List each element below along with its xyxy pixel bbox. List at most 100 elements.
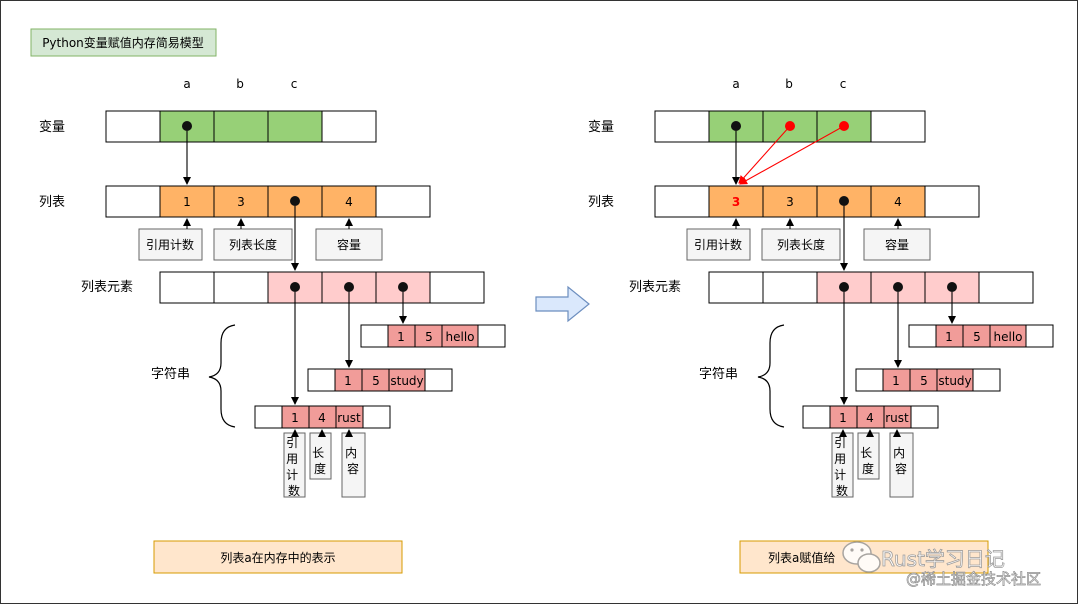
var-label-b: b: [236, 77, 244, 91]
wechat-icon: [842, 541, 881, 573]
pointer-dot: [947, 282, 957, 292]
string-refcount: 1: [344, 374, 352, 388]
watermark-line1: Rust学习日记: [881, 547, 1005, 571]
pointer-dot: [290, 196, 300, 206]
row-label-list: 列表: [39, 195, 65, 210]
annotation-string-length: 长 度: [860, 446, 876, 476]
caption-box: 列表a在内存中的表示: [153, 540, 403, 574]
string-refcount: 1: [291, 411, 299, 425]
variables-row: [105, 110, 377, 143]
string-length: 5: [973, 330, 981, 344]
list-row: 3 3 4: [654, 185, 980, 218]
var-cell-c: [816, 110, 872, 143]
annotation-string-length: 长 度: [312, 446, 328, 476]
list-value-length: 3: [237, 195, 245, 209]
caption-text: 列表a赋值给: [768, 550, 835, 565]
list-cell-refcount: [708, 185, 764, 218]
transition-arrow: [535, 285, 590, 323]
pointer-arrows-red: [738, 125, 845, 185]
row-label-list-elements: 列表元素: [81, 280, 133, 295]
string-refcount: 1: [839, 411, 847, 425]
annotation-string-refcount: 引 用 计 数: [834, 436, 850, 498]
list-cell-refcount: [159, 185, 215, 218]
string-object-rust: 1 4 rust: [254, 405, 391, 429]
row-label-list-elements: 列表元素: [629, 280, 681, 295]
row-label-list: 列表: [588, 195, 614, 210]
pointer-arrows: [732, 131, 956, 405]
annotation-string-content: 内 容: [893, 446, 909, 476]
var-cell-c: [267, 110, 323, 143]
var-label-a: a: [183, 77, 190, 91]
list-annotations: 引用计数 列表长度 容量: [138, 218, 383, 261]
string-length: 4: [318, 411, 326, 425]
annotation-list-length: 列表长度: [777, 237, 825, 252]
string-object-study: 1 5 study: [307, 368, 453, 392]
string-refcount: 1: [892, 374, 900, 388]
pointer-dot: [290, 282, 300, 292]
string-annotations: 引 用 计 数 长 度 内 容: [831, 429, 914, 498]
panel-right: a b c 变量 列表 列表元素 字符串 3 3 4: [588, 77, 1054, 574]
annotation-refcount: 引用计数: [694, 237, 742, 252]
string-object-hello: 1 5 hello: [908, 324, 1054, 348]
annotation-string-content: 内 容: [345, 446, 361, 476]
string-refcount: 1: [397, 330, 405, 344]
strings-brace: [208, 324, 236, 428]
list-cell-length: [762, 185, 818, 218]
var-label-c: c: [840, 77, 847, 91]
string-content: hello: [446, 330, 475, 344]
annotation-refcount: 引用计数: [146, 237, 194, 252]
watermark-line2: @稀土掘金技术社区: [906, 570, 1041, 588]
var-label-b: b: [785, 77, 793, 91]
var-cell-b: [213, 110, 269, 143]
pointer-dot: [893, 282, 903, 292]
pointer-dot: [731, 121, 741, 131]
list-elements-row: [708, 271, 1034, 304]
list-value-refcount: 1: [183, 195, 191, 209]
pointer-dot: [398, 282, 408, 292]
annotation-string-refcount: 引 用 计 数: [286, 436, 302, 498]
row-label-strings: 字符串: [151, 366, 190, 382]
string-content: hello: [994, 330, 1023, 344]
caption-text: 列表a在内存中的表示: [220, 550, 335, 565]
string-content: rust: [337, 411, 361, 425]
list-elements-row: [159, 271, 485, 304]
list-value-capacity: 4: [894, 195, 902, 209]
var-label-c: c: [291, 77, 298, 91]
list-value-refcount: 3: [732, 195, 740, 209]
title-box: Python变量赋值内存简易模型: [30, 28, 217, 57]
string-content: study: [938, 374, 971, 388]
row-label-variables: 变量: [588, 119, 614, 135]
strings-brace: [757, 324, 785, 428]
annotation-list-length: 列表长度: [229, 237, 277, 252]
pointer-dot: [839, 196, 849, 206]
string-object-rust: 1 4 rust: [802, 405, 939, 429]
string-object-study: 1 5 study: [855, 368, 1001, 392]
annotation-capacity: 容量: [885, 237, 909, 252]
list-row: 1 3 4: [105, 185, 431, 218]
list-annotations: 引用计数 列表长度 容量: [686, 218, 931, 261]
row-label-variables: 变量: [39, 119, 65, 135]
list-value-length: 3: [786, 195, 794, 209]
diagram-title: Python变量赋值内存简易模型: [42, 35, 204, 50]
panel-left: a b c 变量 列表 列表元素 字符串 1 3 4: [39, 77, 506, 574]
pointer-dot: [839, 282, 849, 292]
string-length: 5: [425, 330, 433, 344]
string-length: 5: [372, 374, 380, 388]
watermark: Rust学习日记 @稀土掘金技术社区: [842, 541, 1041, 588]
string-length: 5: [920, 374, 928, 388]
var-label-a: a: [732, 77, 739, 91]
list-cell-capacity: [321, 185, 377, 218]
annotation-capacity: 容量: [337, 237, 361, 252]
string-length: 4: [866, 411, 874, 425]
string-refcount: 1: [945, 330, 953, 344]
pointer-dot: [344, 282, 354, 292]
row-label-strings: 字符串: [699, 366, 738, 382]
pointer-dot: [182, 121, 192, 131]
string-annotations: 引 用 计 数 长 度 内 容: [283, 429, 366, 498]
string-content: study: [390, 374, 423, 388]
list-value-capacity: 4: [345, 195, 353, 209]
pointer-arrows: [183, 131, 407, 405]
string-object-hello: 1 5 hello: [360, 324, 506, 348]
